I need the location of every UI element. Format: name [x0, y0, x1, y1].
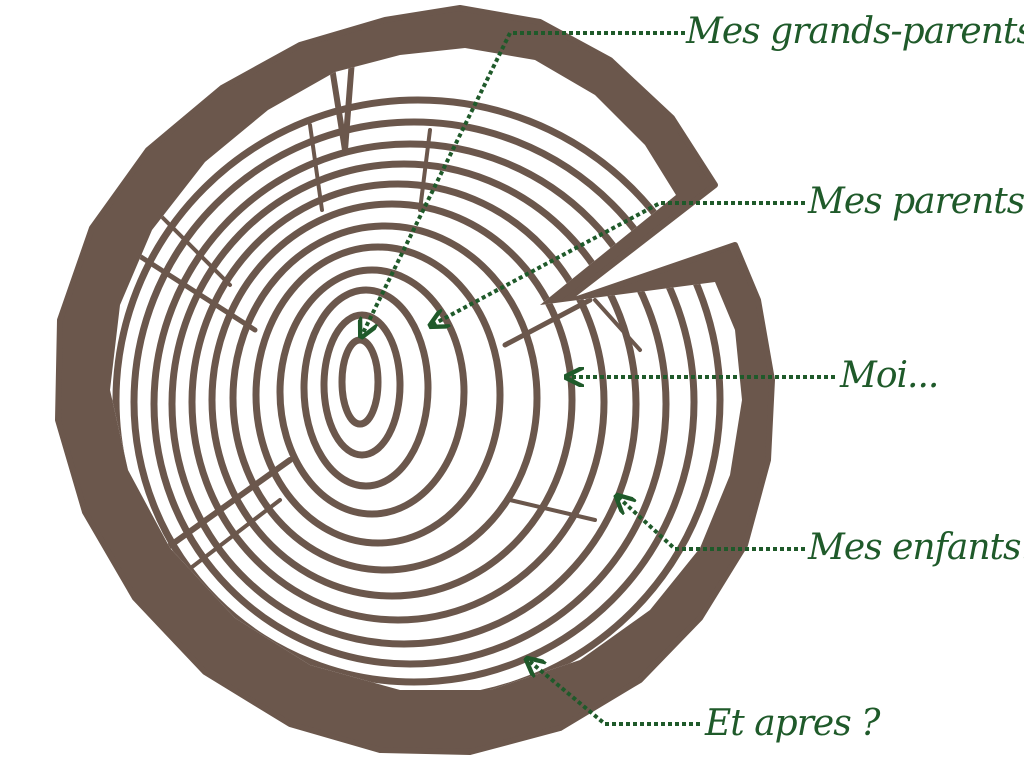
arrow-grandparents	[362, 31, 685, 335]
arrow-parents	[432, 201, 805, 325]
crack-right-3	[593, 298, 642, 352]
crack-top-2	[308, 123, 324, 212]
ring-7	[208, 200, 576, 600]
ring-8	[188, 180, 608, 624]
label-parents: Mes parents...	[808, 181, 1024, 222]
ring-9	[168, 160, 640, 648]
ring-5	[252, 243, 504, 547]
crack-bottom-left-2	[173, 498, 282, 582]
crack-right	[502, 297, 593, 348]
label-me: Moi...	[840, 355, 939, 396]
ring-6	[229, 222, 541, 574]
label-children: Mes enfants...	[808, 527, 1024, 568]
arrow-children	[618, 497, 805, 551]
label-grandparents: Mes grands-parents...	[686, 11, 1024, 52]
crack-top	[327, 52, 355, 151]
crack-bottom-left	[147, 457, 293, 563]
label-after: Et apres ?	[705, 703, 880, 744]
arrow-after	[528, 660, 700, 726]
ring-2	[320, 311, 404, 459]
ring-4	[276, 266, 468, 518]
ring-3	[300, 286, 432, 490]
ring-10	[150, 140, 670, 668]
crack-top-3	[418, 128, 432, 212]
crack-left	[127, 247, 258, 333]
ring-12	[112, 96, 724, 690]
crack-right-2	[508, 498, 597, 522]
ring-11	[130, 118, 698, 686]
crack-left-2	[158, 213, 232, 287]
